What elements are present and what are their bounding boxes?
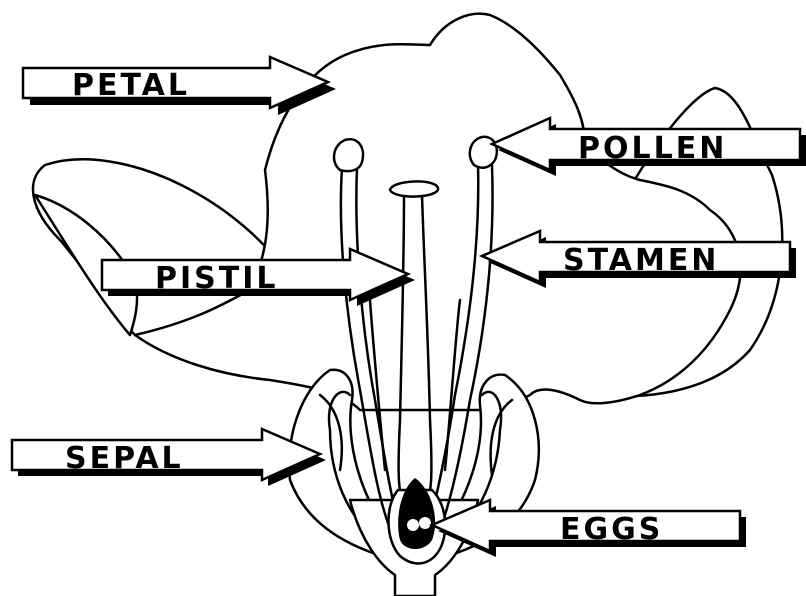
stamen-label: STAMEN [563, 243, 719, 278]
anther-right [470, 137, 497, 168]
label-eggs: EGGS [432, 500, 746, 557]
pistil-stigma [390, 181, 438, 196]
pollen-label: POLLEN [578, 131, 727, 166]
sepal-label: SEPAL [65, 441, 184, 476]
label-sepal: SEPAL [12, 429, 326, 486]
egg-1 [407, 519, 419, 531]
pistil-label: PISTIL [155, 261, 279, 296]
eggs-label: EGGS [560, 512, 663, 547]
label-petal: PETAL [23, 57, 336, 115]
anther-left [334, 139, 363, 171]
egg-2 [419, 517, 431, 529]
petal-label: PETAL [72, 68, 190, 103]
